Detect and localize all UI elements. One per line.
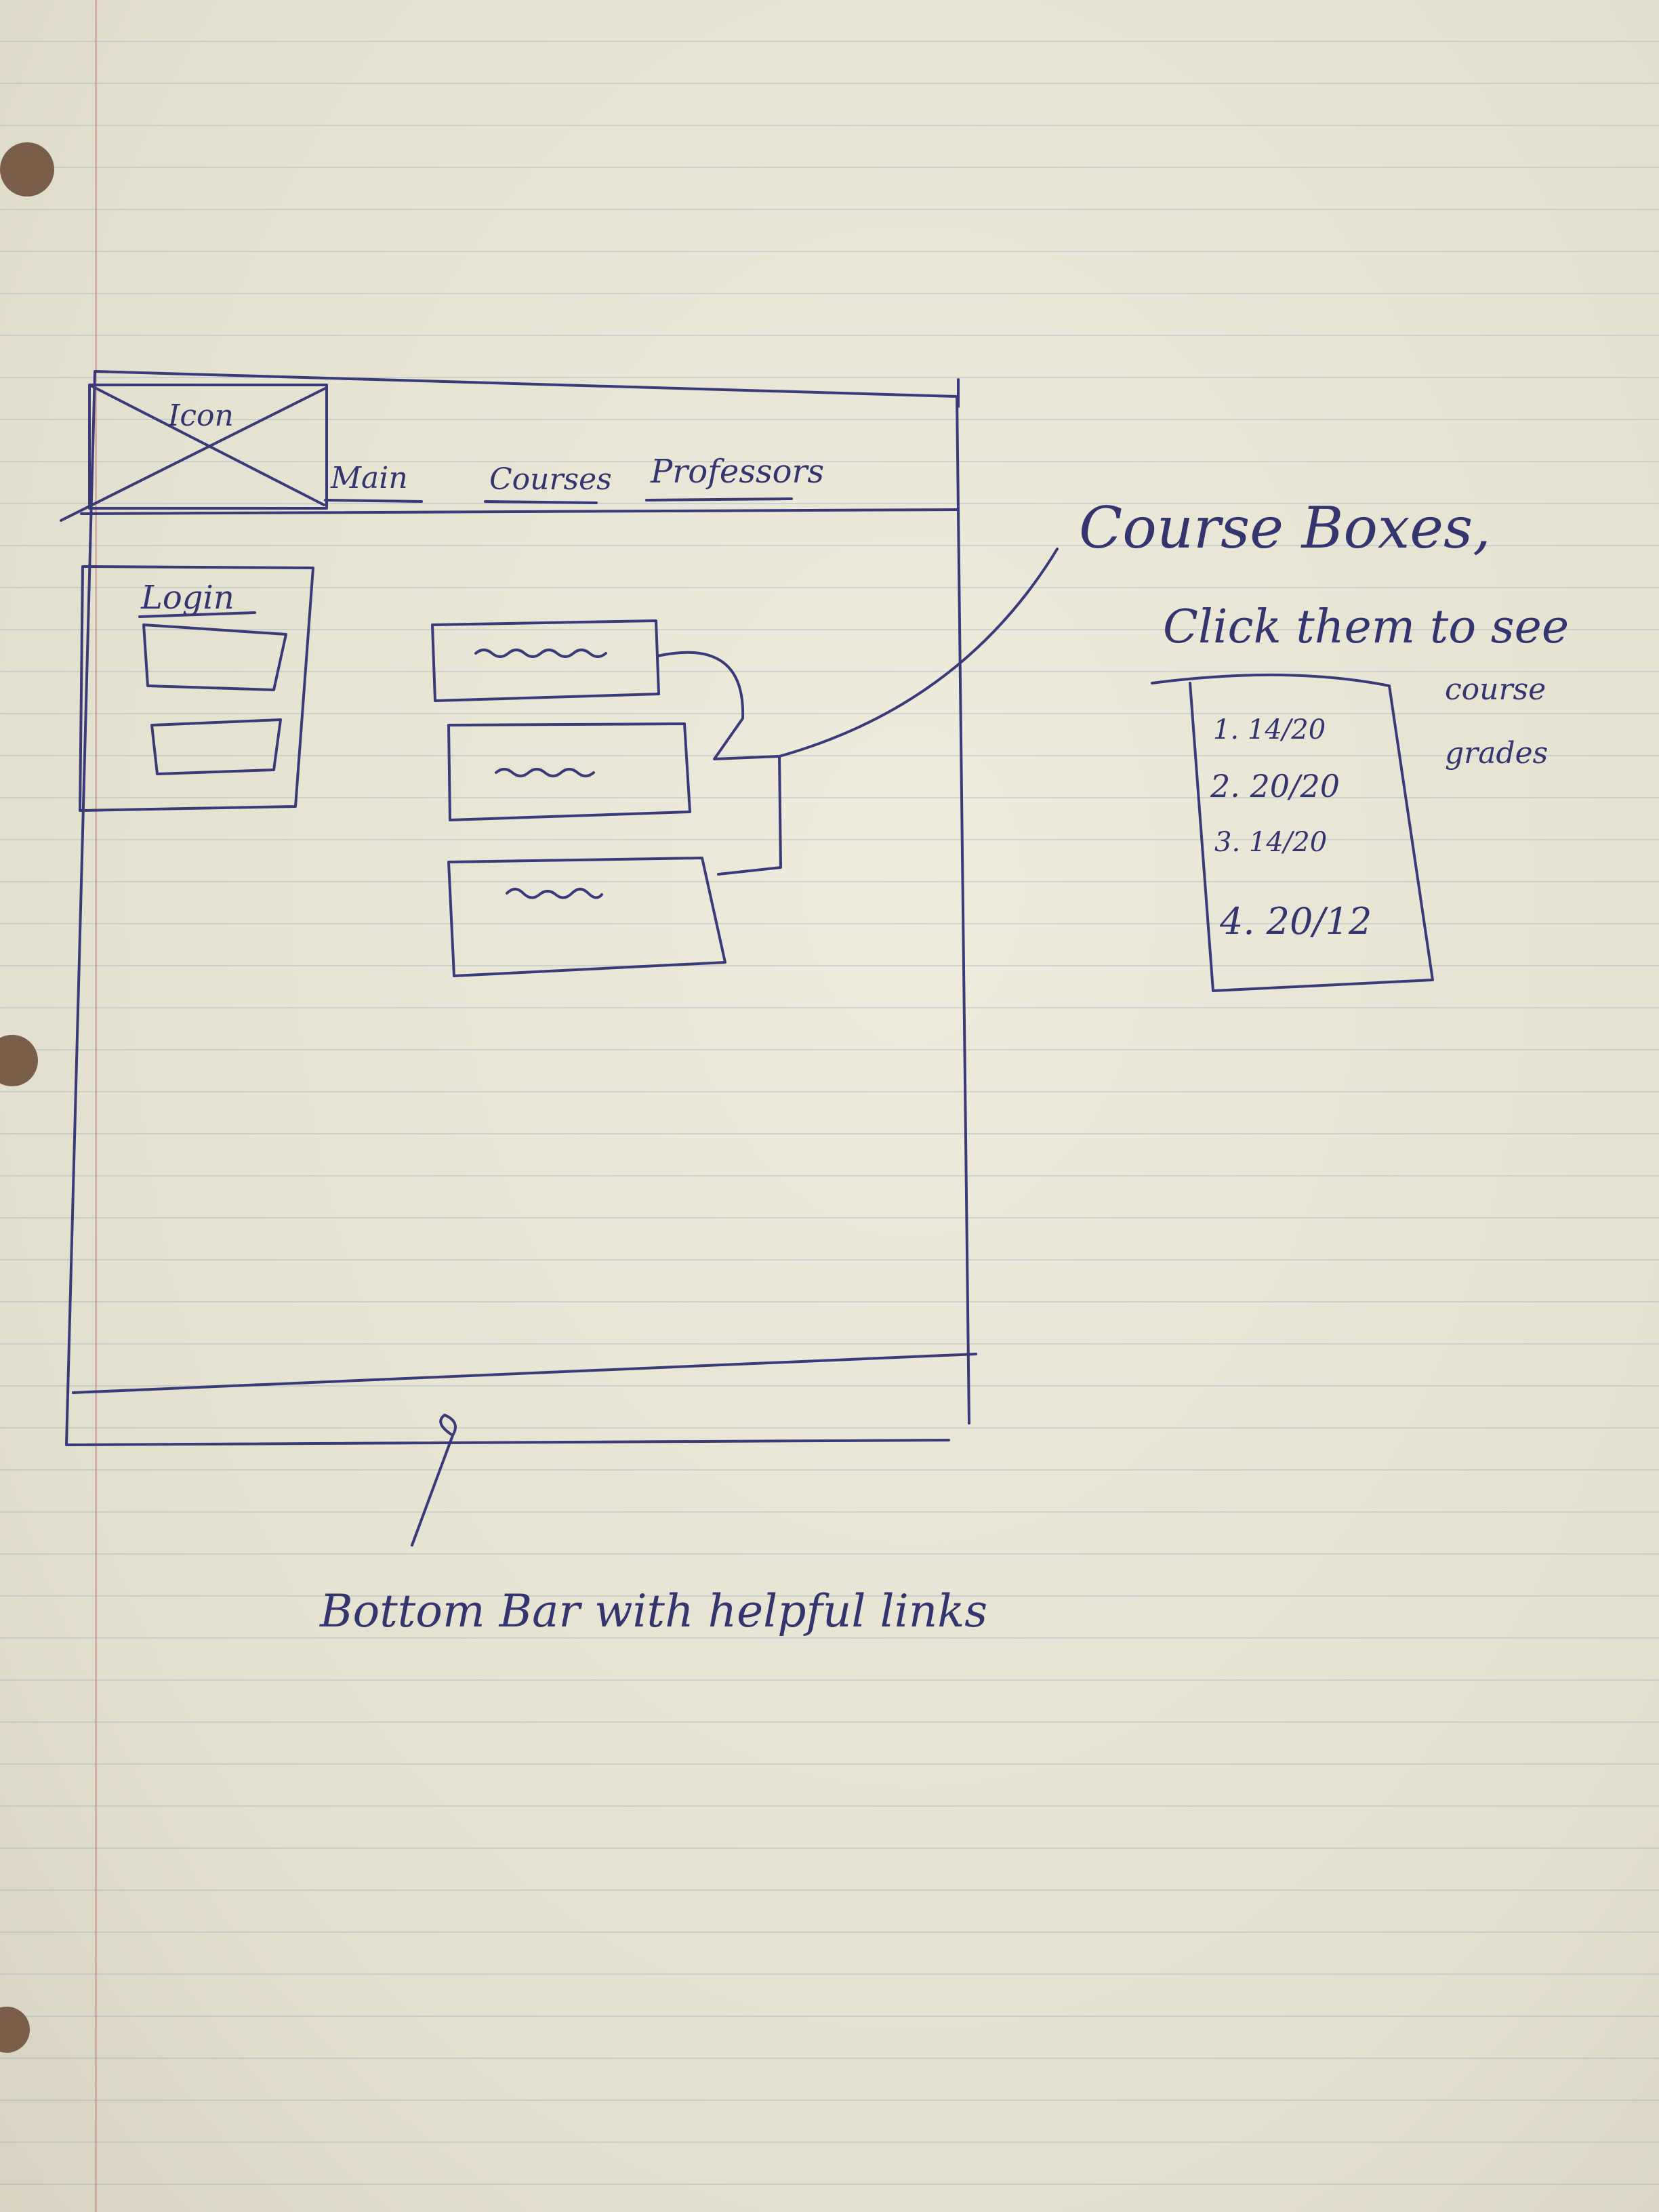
svg-text:Main: Main [330, 461, 408, 495]
header-divider [80, 508, 958, 515]
logo-placeholder: Icon [60, 384, 328, 522]
grades-popup: 1. 14/20 2. 20/20 3. 14/20 4. 20/12 [1151, 673, 1434, 992]
login-title: Login [140, 579, 234, 617]
grade-row: 2. 20/20 [1210, 768, 1340, 804]
annotation-course-boxes: Course Boxes, [1079, 495, 1491, 561]
page-frame [65, 370, 970, 1446]
binder-hole-middle [0, 1035, 38, 1086]
username-field[interactable] [142, 623, 287, 691]
course-box-3[interactable] [447, 857, 726, 977]
grade-row: 1. 14/20 [1213, 714, 1326, 745]
svg-text:Professors: Professors [650, 453, 824, 491]
course-box-1[interactable] [431, 619, 660, 702]
binder-hole-bottom [0, 2007, 30, 2053]
login-panel: Login [79, 565, 314, 812]
nav-link-main[interactable]: Main [324, 461, 423, 503]
annotation-click-them: Click them to see [1163, 600, 1569, 654]
grade-row: 3. 14/20 [1214, 827, 1327, 858]
nav-link-professors[interactable]: Professors [645, 453, 824, 501]
svg-text:Courses: Courses [489, 462, 612, 497]
grade-row: 4. 20/12 [1219, 900, 1372, 943]
password-field[interactable] [150, 718, 282, 775]
binder-hole-top [0, 142, 54, 197]
bottom-bar-pointer [411, 1414, 457, 1547]
footer-bar [72, 1353, 977, 1394]
logo-label: Icon [167, 398, 234, 433]
course-box-bracket [656, 548, 1059, 876]
annotation-course: course [1445, 672, 1546, 707]
annotation-grades: grades [1445, 736, 1548, 771]
nav-link-courses[interactable]: Courses [484, 462, 612, 504]
course-box-2[interactable] [447, 722, 691, 821]
annotation-bottom-bar: Bottom Bar with helpful links [319, 1585, 987, 1637]
